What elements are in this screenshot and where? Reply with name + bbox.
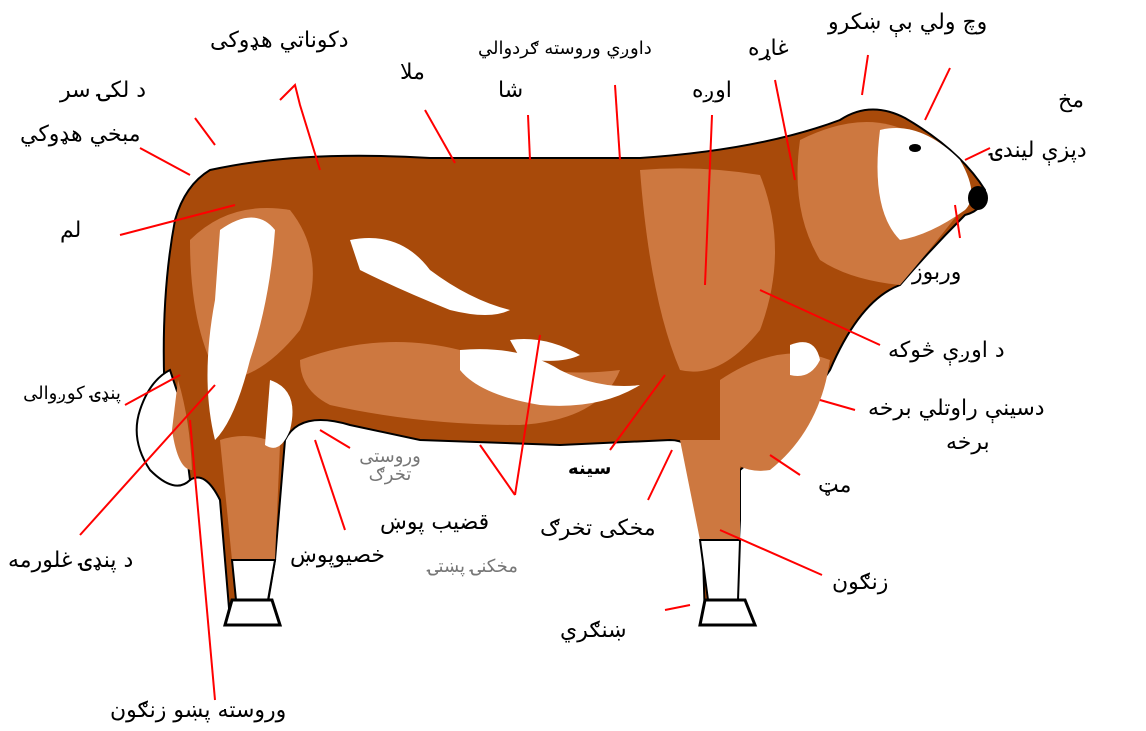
cow-front-hoof: [700, 600, 755, 625]
arrow-muzzle: [965, 148, 990, 160]
arrow-scrotum: [315, 440, 345, 530]
cow-nose: [968, 186, 988, 210]
cow-hind-hoof: [225, 600, 280, 625]
label-flank-fold: پنډۍ کوږوالی: [22, 385, 122, 403]
label-muzzle: مخ: [1058, 90, 1084, 112]
label-neck: غاړه: [748, 38, 789, 60]
label-scrotum: خصیوپوښ: [290, 545, 385, 567]
cow-body: [137, 109, 988, 625]
arrow-loin: [425, 110, 455, 163]
label-hock: وروسته پښو زنګون: [110, 700, 286, 722]
arrow-fore-flank: [648, 450, 672, 500]
label-hind-flank: وروستی تخرګ: [355, 448, 425, 484]
label-tail-head: مبخي هډوکي: [20, 124, 141, 146]
arrow-hoof: [665, 605, 690, 610]
arrow-tail-head: [140, 148, 190, 175]
label-jaw: وربوز: [912, 262, 961, 284]
label-face: وچ ولي بې ښکرو: [828, 12, 987, 34]
cow-foreleg-white: [700, 540, 740, 600]
label-thigh: لم: [60, 220, 81, 242]
label-back: شا: [498, 80, 523, 102]
cow-hindleg-white: [232, 560, 275, 600]
label-rear-shoulder-back: داوږي وروسته ګردوالي: [478, 40, 652, 58]
arrow-top-back: [195, 118, 215, 145]
label-chest-front: مټ: [818, 475, 851, 497]
arrow-face: [862, 55, 868, 95]
label-nostrils: دپزې لیندۍ: [990, 140, 1087, 162]
label-brisket-part: برخه: [946, 432, 990, 454]
label-stifle: د پنډۍ غلورمه: [8, 550, 133, 572]
arrow-brisket: [820, 400, 855, 410]
label-brisket: دسینې راوتلي برخه: [868, 398, 1045, 420]
label-hoof: ښنګري: [560, 620, 627, 642]
label-loin: ملا: [400, 62, 425, 84]
label-sheath: قضیب پوښ: [380, 512, 489, 534]
label-hip-bones: دکوناتي هډوکی: [210, 30, 349, 52]
arrow-sheath2: [480, 445, 515, 495]
arrow-hind-flank: [320, 430, 350, 448]
cow-eye: [909, 144, 921, 152]
arrow-rear-shoulder: [615, 85, 620, 160]
arrow-back: [528, 115, 530, 160]
label-chest: سینه: [568, 460, 611, 478]
label-top-back: د لکۍ سر: [60, 80, 146, 102]
arrow-forehead: [925, 68, 950, 120]
cow-tan-foreleg: [680, 440, 740, 540]
label-fore-flank: مخکی تخرګ: [540, 518, 656, 540]
label-knee: زنګون: [832, 572, 888, 594]
label-front-rib: مخکنۍ پښتۍ: [428, 558, 518, 576]
label-shoulder: اوږه: [692, 80, 732, 102]
label-shoulder-point: د اوږې څوکه: [888, 340, 1005, 362]
